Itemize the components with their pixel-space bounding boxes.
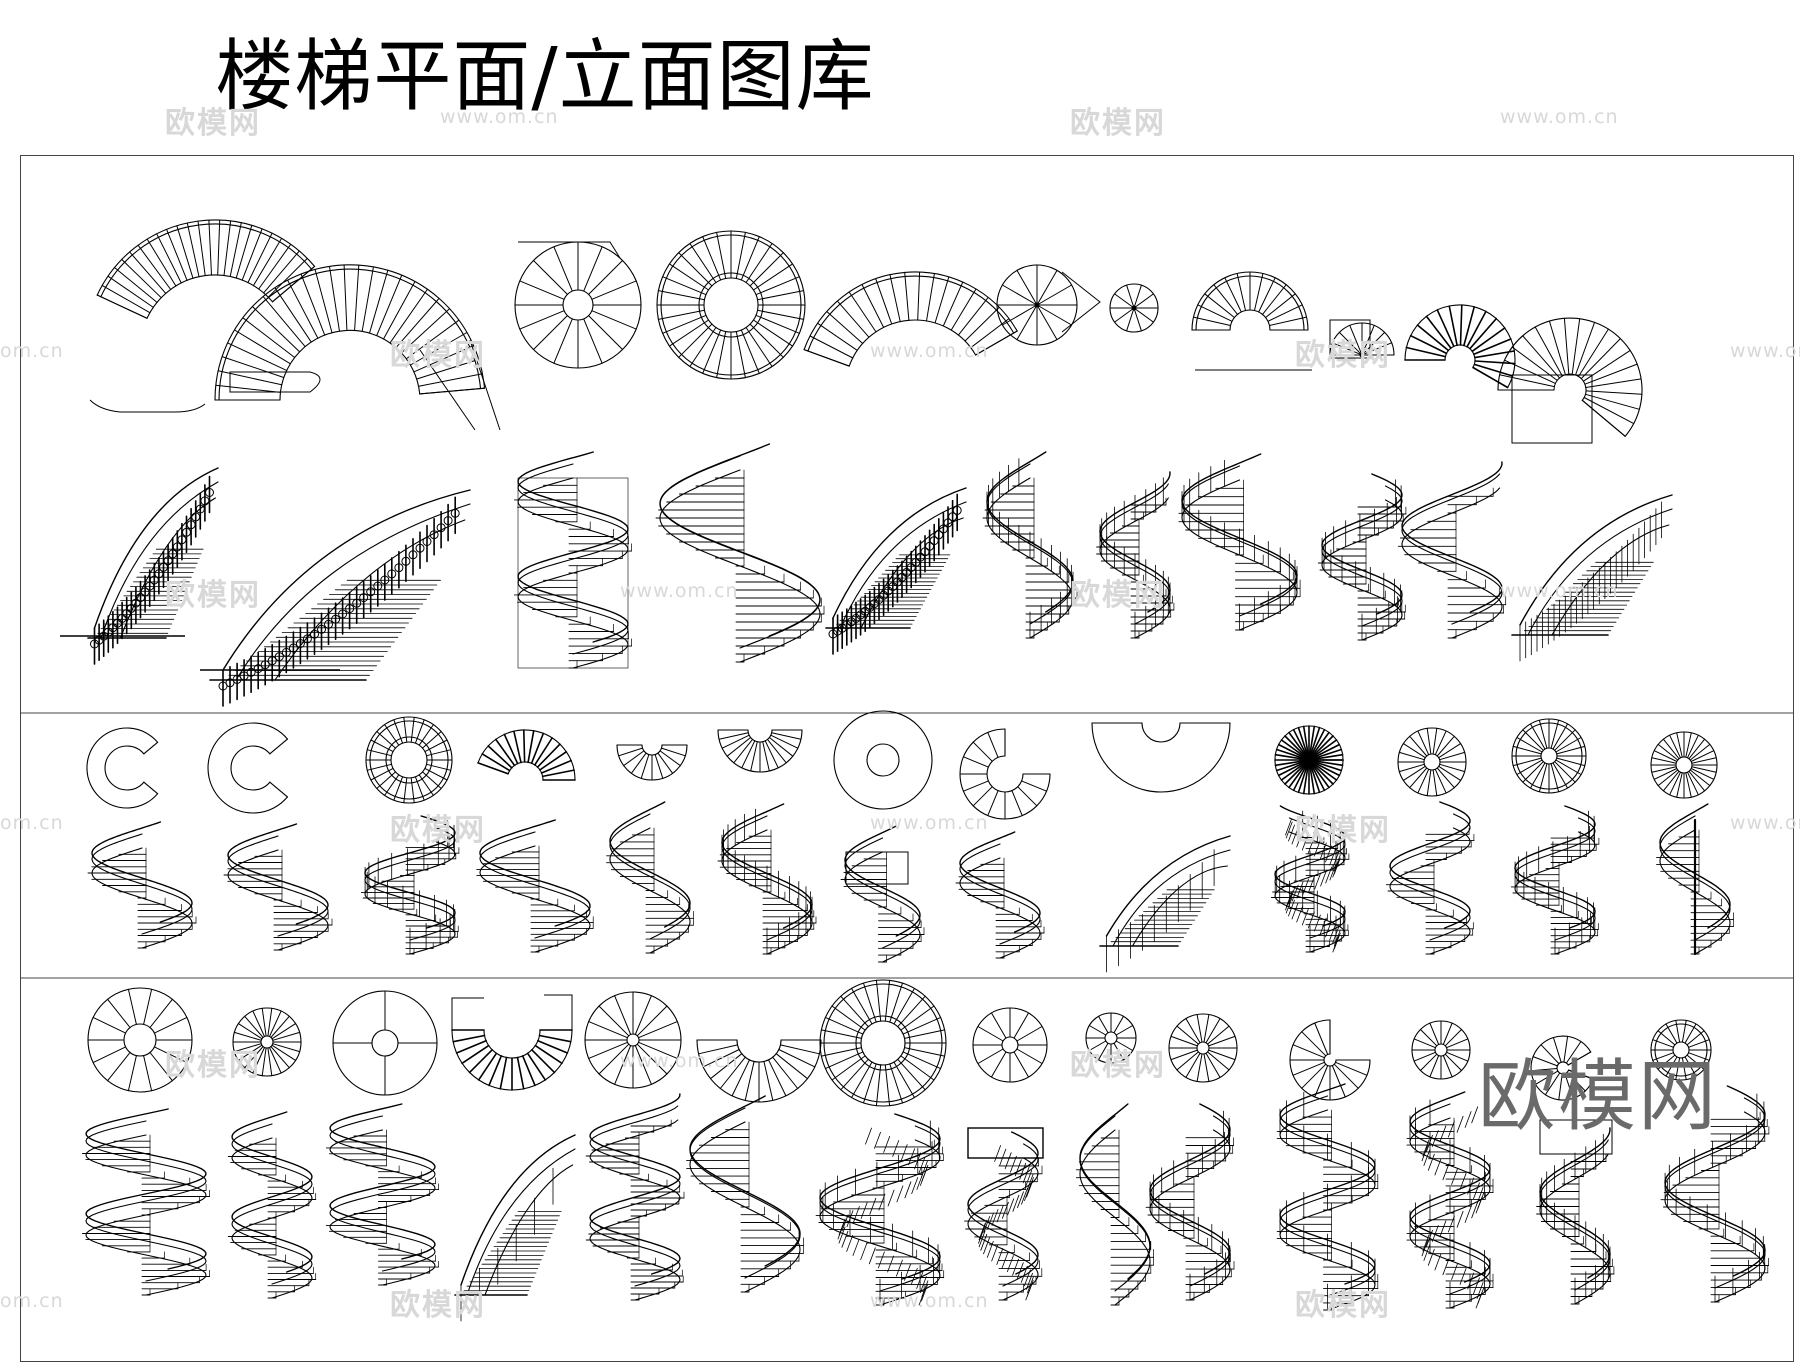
stair-plan bbox=[996, 264, 1078, 346]
stair-plan bbox=[451, 1029, 573, 1091]
stair-plan bbox=[1397, 727, 1467, 797]
outer-frame bbox=[20, 155, 1794, 1362]
stair-plan bbox=[584, 991, 682, 1089]
stair-elevation bbox=[1075, 1103, 1155, 1306]
stair-elevation bbox=[815, 1113, 945, 1306]
stair-plan bbox=[1650, 1019, 1712, 1081]
stair-landing bbox=[229, 371, 321, 393]
stair-plan bbox=[1329, 322, 1395, 358]
stair-landing bbox=[1511, 374, 1593, 444]
stair-elevation bbox=[1536, 1127, 1615, 1305]
stair-plan bbox=[1530, 1035, 1594, 1101]
stair-elevation bbox=[87, 467, 219, 665]
stair-elevation bbox=[964, 1131, 1043, 1301]
stair-elevation bbox=[81, 1108, 211, 1296]
stair-plan bbox=[214, 264, 486, 401]
stair-plan bbox=[1404, 304, 1516, 389]
stair-plan bbox=[86, 727, 159, 809]
stair-elevation bbox=[223, 823, 333, 951]
stair-elevation bbox=[454, 1134, 576, 1322]
stair-elevation bbox=[227, 1111, 317, 1299]
stair-plan bbox=[1411, 1020, 1471, 1080]
stair-elevation bbox=[585, 1093, 685, 1301]
stair-elevation bbox=[1511, 494, 1673, 662]
stair-plan bbox=[96, 219, 316, 319]
stair-plan bbox=[1650, 731, 1718, 799]
stair-entry bbox=[1061, 271, 1101, 333]
stair-elevation bbox=[325, 1103, 440, 1286]
stair-elevation bbox=[686, 1095, 804, 1293]
stair-plan bbox=[717, 729, 803, 773]
stair-plan bbox=[1085, 1012, 1137, 1064]
page-title: 楼梯平面/立面图库 bbox=[215, 32, 875, 122]
stair-elevation bbox=[1656, 803, 1734, 956]
stair-elevation bbox=[360, 815, 460, 955]
stair-elevation bbox=[1660, 1085, 1770, 1303]
stair-elevation bbox=[982, 451, 1078, 639]
stair-plan bbox=[656, 230, 806, 380]
stair-elevation bbox=[825, 487, 967, 655]
stair-entry bbox=[518, 241, 621, 259]
stair-elevation bbox=[717, 803, 817, 955]
stair-elevation bbox=[606, 801, 694, 954]
stair-plan bbox=[1191, 271, 1309, 331]
stair-elevation bbox=[1510, 805, 1600, 955]
stair-plan bbox=[1109, 283, 1159, 333]
stair-plan bbox=[959, 728, 1051, 820]
stair-plan bbox=[1274, 725, 1344, 795]
stair-plan bbox=[1168, 1013, 1238, 1083]
stair-plan bbox=[833, 710, 933, 810]
stair-plan bbox=[1289, 1019, 1371, 1101]
stair-plan bbox=[696, 1039, 822, 1103]
stair-plan bbox=[1091, 722, 1231, 793]
stair-elevation bbox=[655, 443, 825, 663]
stair-elevation bbox=[1276, 1083, 1379, 1311]
stair-elevation bbox=[513, 451, 633, 669]
watermark-logo-large: 欧模网 bbox=[1478, 1052, 1719, 1142]
stair-plan bbox=[477, 729, 576, 781]
stair-plan bbox=[332, 990, 438, 1096]
stair-plan bbox=[87, 987, 193, 1093]
stair-plan bbox=[207, 722, 289, 814]
stair-flight bbox=[419, 339, 501, 431]
stair-elevation bbox=[476, 819, 594, 953]
stair-elevation bbox=[1317, 473, 1407, 641]
stair-elevation bbox=[1385, 801, 1475, 955]
stair-elevation bbox=[1099, 835, 1231, 973]
stair-plan bbox=[365, 716, 453, 804]
stair-plan bbox=[232, 1007, 302, 1077]
stair-elevation bbox=[1145, 1103, 1235, 1301]
stair-elevation bbox=[955, 831, 1045, 959]
stair-plan bbox=[803, 271, 1018, 367]
stair-elevation bbox=[1270, 805, 1350, 953]
stair-landing bbox=[89, 399, 206, 413]
stair-elevation bbox=[1406, 1091, 1494, 1309]
stair-elevation bbox=[840, 825, 925, 963]
stair-plan bbox=[819, 979, 947, 1107]
stair-plan bbox=[972, 1007, 1048, 1083]
stair-plan bbox=[616, 744, 688, 781]
stair-plan bbox=[1511, 718, 1587, 794]
stair-elevation bbox=[87, 821, 197, 949]
stair-elevation bbox=[1178, 453, 1301, 631]
stair-elevation bbox=[1397, 461, 1507, 639]
stair-elevation bbox=[1096, 471, 1175, 639]
